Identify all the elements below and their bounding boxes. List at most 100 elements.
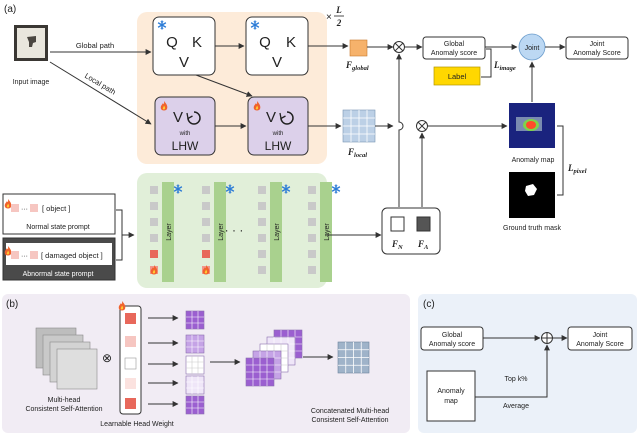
svg-text:2: 2: [336, 18, 342, 28]
ground-truth-label: Ground truth mask: [503, 225, 561, 232]
token: [258, 250, 266, 258]
token: [202, 250, 210, 258]
svg-text:Anomaly: Anomaly: [437, 388, 465, 395]
layer-label: Layer: [274, 223, 281, 241]
otimes-icon: [393, 41, 405, 53]
token: [308, 186, 316, 194]
concatenated-output-grid: [337, 341, 370, 374]
token: [150, 186, 158, 194]
layer-label: Layer: [166, 223, 173, 241]
anomaly-map-image: [509, 103, 555, 148]
svg-text:FA: FA: [417, 239, 429, 251]
f-local-grid: [342, 109, 376, 143]
svg-text:Joint: Joint: [593, 332, 608, 339]
token: [150, 250, 158, 258]
topk-label-2: Average: [503, 403, 529, 410]
svg-text:Q: Q: [259, 34, 271, 51]
layer-label: Layer: [324, 223, 331, 241]
topk-path: [475, 344, 550, 398]
otimes-icon: ⊗: [102, 351, 112, 365]
token: [258, 202, 266, 210]
token: [150, 202, 158, 210]
token-column: [258, 186, 266, 274]
layer-ellipsis: · · ·: [225, 223, 244, 237]
rotate-icon: [186, 111, 201, 125]
ground-truth-mask-image: [509, 172, 555, 218]
panel-b-label: (b): [6, 299, 18, 310]
multihead-attention-stack: [35, 327, 98, 390]
f-local-label: Flocal: [347, 147, 367, 159]
concat-layer: [245, 357, 275, 387]
input-image: [14, 25, 48, 61]
text-encoder-stack: Layer Layer Layer Layer: [150, 182, 341, 282]
token: [258, 266, 266, 274]
encoder-layer: Layer: [320, 182, 341, 282]
svg-text:Anomaly Score: Anomaly Score: [573, 50, 621, 57]
token-column: [202, 186, 210, 275]
svg-text:K: K: [192, 34, 202, 51]
svg-text:···: ···: [21, 253, 28, 260]
svg-text:Anomaly Score: Anomaly Score: [576, 341, 624, 348]
f-global-label: Fglobal: [345, 60, 369, 72]
svg-text:[ damaged object ]: [ damaged object ]: [41, 251, 103, 260]
token: [258, 234, 266, 242]
fn-fa-box: FN FA: [381, 207, 441, 255]
encoder-layer: Layer: [214, 182, 235, 282]
token: [150, 234, 158, 242]
svg-text:LHW: LHW: [265, 139, 292, 153]
svg-text:Global: Global: [442, 332, 463, 339]
token: [150, 218, 158, 226]
weighted-map: [185, 310, 205, 330]
encoder-layer: Layer: [270, 182, 291, 282]
token: [258, 218, 266, 226]
vv-lhw-block-1: V with LHW: [154, 96, 216, 156]
svg-text:with: with: [272, 131, 284, 137]
repeat-factor: × L 2: [326, 5, 344, 28]
panel-a-label: (a): [4, 4, 16, 15]
otimes-icon: [416, 120, 428, 132]
token: [202, 218, 210, 226]
prompt-bracket: [116, 209, 134, 261]
token-column: [150, 186, 158, 275]
anomaly-map-label: Anomaly map: [512, 157, 555, 164]
weighted-map: [185, 334, 205, 354]
multihead-label-2: Consistent Self-Attention: [25, 406, 102, 413]
qkv1-to-vv2-arrow: [195, 74, 253, 97]
fn-fa-to-otimes-lines: [396, 53, 404, 207]
token: [308, 250, 316, 258]
concat-label-1: Concatenated Multi-head: [311, 408, 389, 415]
token: [308, 202, 316, 210]
c-global-score-box: Global Anomaly score: [420, 326, 484, 351]
c-anomaly-map-box: Anomaly map: [426, 370, 476, 422]
rotate-icon: [279, 111, 294, 125]
svg-text:×: ×: [326, 12, 332, 23]
svg-text:Anomaly score: Anomaly score: [431, 50, 477, 57]
label-text: Label: [448, 72, 467, 81]
panel-b-bg: [2, 294, 410, 433]
svg-text:L: L: [335, 5, 342, 15]
weighted-map: [185, 395, 205, 415]
svg-text:with: with: [179, 131, 191, 137]
svg-text:···: ···: [21, 206, 28, 213]
abnormal-prompt-box: ··· [ damaged object ] Abnormal state pr…: [2, 237, 116, 281]
l-pixel-label: Lpixel: [567, 163, 587, 175]
layer-label: Layer: [218, 223, 225, 241]
concat-color-stack: [245, 329, 303, 387]
svg-text:Anomaly score: Anomaly score: [429, 341, 475, 348]
l-image-bracket: [481, 48, 492, 78]
svg-text:FN: FN: [391, 239, 403, 251]
f-global-square: [349, 39, 368, 57]
local-path-arrow: [49, 61, 152, 125]
snowflake-icon: [331, 183, 341, 195]
svg-text:map: map: [444, 398, 458, 405]
svg-text:V: V: [173, 109, 183, 126]
label-box: [433, 66, 481, 86]
svg-text:[ object ]: [ object ]: [42, 204, 70, 213]
svg-text:Q: Q: [166, 34, 178, 51]
token: [202, 186, 210, 194]
token: [308, 234, 316, 242]
token-column: [308, 186, 316, 274]
input-image-label: Input image: [13, 79, 50, 86]
svg-text:Joint: Joint: [590, 41, 605, 48]
